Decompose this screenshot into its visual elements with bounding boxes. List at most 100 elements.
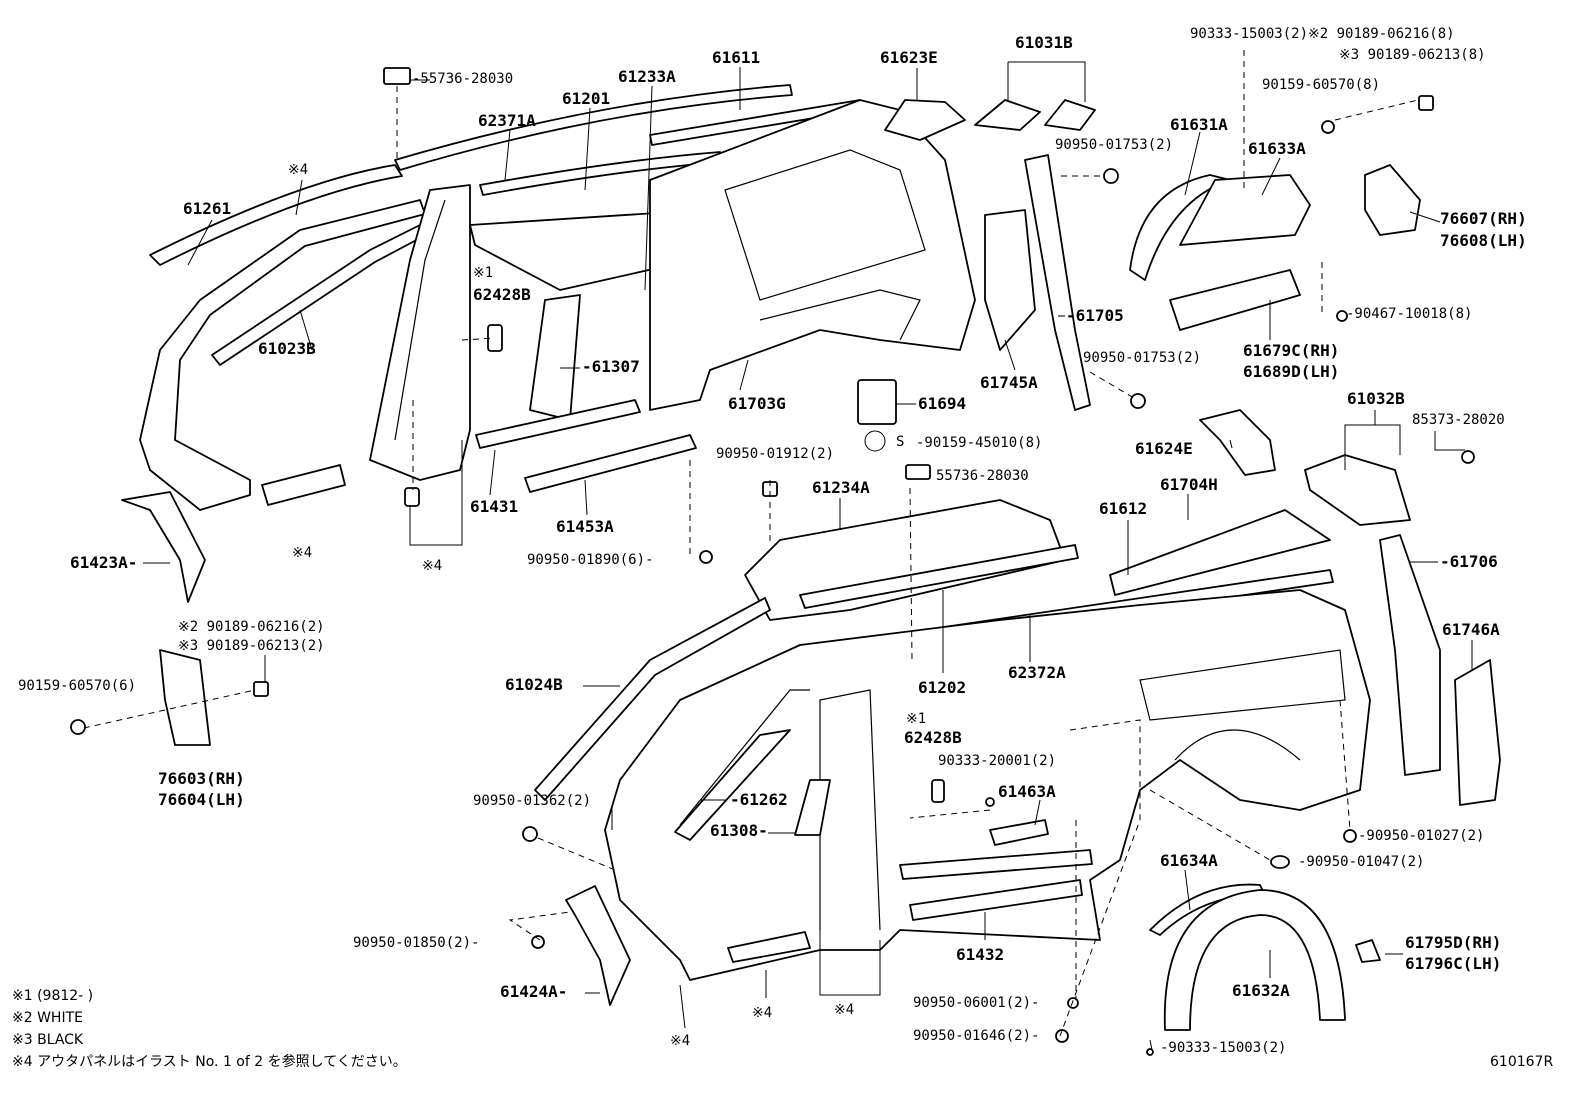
- label-pS: S: [896, 434, 904, 450]
- label-p55736b: 55736-28030: [936, 468, 1029, 484]
- label-p61424a: 61424A-: [500, 982, 567, 1001]
- screw-90159-60570-left: [70, 719, 86, 735]
- label-p61623e: 61623E: [880, 48, 938, 67]
- part-76603: [159, 649, 211, 746]
- part-61031B-b: [1044, 99, 1096, 131]
- bolt-90950-01753-a: [1103, 168, 1119, 184]
- part-61453A: [524, 434, 697, 493]
- part-62428B-b: [931, 779, 945, 803]
- label-p90950_01362: 90950-01362(2): [473, 793, 591, 809]
- footnote-2: ※2 WHITE: [12, 1010, 83, 1026]
- label-p55736a: -55736-28030: [412, 71, 513, 87]
- clip-90467: [1336, 310, 1348, 322]
- part-61307: [529, 294, 581, 421]
- label-p61795d: 61795D(RH): [1405, 933, 1501, 952]
- label-p90159_60570_left: 90159-60570(6): [18, 678, 136, 694]
- label-p76608: 76608(LH): [1440, 231, 1527, 250]
- label-p90333_15003_bot: -90333-15003(2): [1160, 1040, 1286, 1056]
- quarter-window: [724, 149, 926, 301]
- part-61704H: [1109, 509, 1331, 596]
- part-61632A: [1163, 889, 1346, 1031]
- bolt-90950-06001: [1067, 997, 1079, 1009]
- leader-lines: [83, 50, 1473, 1051]
- label-n4f: ※4: [670, 1033, 690, 1049]
- front-pillar: [139, 199, 426, 511]
- label-p90950_01646: 90950-01646(2)-: [913, 1028, 1039, 1044]
- label-p61745a: 61745A: [980, 373, 1038, 392]
- part-61463A: [989, 819, 1049, 846]
- part-61031B-a: [974, 99, 1041, 131]
- label-p61624e: 61624E: [1135, 439, 1193, 458]
- part-61795D: [1355, 939, 1381, 963]
- quarter-arch: [759, 289, 921, 341]
- bolt-90950-01890: [699, 550, 713, 564]
- label-p61031b: 61031B: [1015, 33, 1073, 52]
- label-p90950_01753b: 90950-01753(2): [1083, 350, 1201, 366]
- label-n4a: ※4: [288, 162, 308, 178]
- label-n4c: ※4: [422, 558, 442, 574]
- label-p90950_01850: 90950-01850(2)-: [353, 935, 479, 951]
- label-p61704h: 61704H: [1160, 475, 1218, 494]
- label-p61694: 61694: [918, 394, 966, 413]
- label-p61703g: 61703G: [728, 394, 786, 413]
- part-61308: [794, 779, 831, 836]
- bolt-85373: [1461, 450, 1475, 464]
- label-p90159_60570_top: 90159-60570(8): [1262, 77, 1380, 93]
- part-61745A: [984, 209, 1036, 351]
- bolt-90950-01027: [1343, 829, 1357, 843]
- label-p90189_06213_left: ※3 90189-06213(2): [178, 638, 325, 654]
- part-61705: [1024, 154, 1091, 411]
- part-labels: -55736-280306161161233A6120162371A612616…: [18, 26, 1527, 1056]
- label-p90159_45010: -90159-45010(8): [916, 435, 1042, 451]
- label-p61431: 61431: [470, 497, 518, 516]
- part-61432: [909, 879, 1083, 921]
- label-p61201: 61201: [562, 89, 610, 108]
- part-61262: [674, 729, 791, 841]
- part-61431: [475, 399, 641, 449]
- part-61261: [149, 164, 403, 266]
- label-p90950_01912: 90950-01912(2): [716, 446, 834, 462]
- s-marker: [864, 430, 886, 452]
- label-p61202: 61202: [918, 678, 966, 697]
- screw-90159-60570-top: [1321, 120, 1335, 134]
- label-p61032b: 61032B: [1347, 389, 1405, 408]
- footnote-1: ※1 (9812- ): [12, 988, 93, 1004]
- label-p61023b: 61023B: [258, 339, 316, 358]
- label-p62428b_b: 62428B: [904, 728, 962, 747]
- label-p61453a: 61453A: [556, 517, 614, 536]
- label-p61706: -61706: [1440, 552, 1498, 571]
- part-61023B: [211, 224, 425, 366]
- clip-90189-left: [253, 681, 269, 697]
- label-p61611: 61611: [712, 48, 760, 67]
- label-n4d: ※4: [752, 1005, 772, 1021]
- rear-sill: [899, 849, 1093, 880]
- part-61624E: [1199, 409, 1276, 476]
- part-61032B: [1304, 454, 1411, 526]
- label-n4e: ※4: [834, 1002, 854, 1018]
- rail-upper: [394, 84, 793, 171]
- label-p61746a: 61746A: [1442, 620, 1500, 639]
- footnote-4: ※4 アウタパネルはイラスト No. 1 of 2 を参照してください。: [12, 1053, 407, 1070]
- part-61423A: [121, 491, 206, 603]
- label-p90333_20001: 90333-20001(2): [938, 753, 1056, 769]
- rear-arch: [1174, 729, 1301, 761]
- label-p61261: 61261: [183, 199, 231, 218]
- label-p90950_01027: -90950-01027(2): [1358, 828, 1484, 844]
- part-61679C: [1169, 269, 1301, 331]
- part-61424A: [565, 885, 631, 1006]
- label-p61705: -61705: [1066, 306, 1124, 325]
- label-p61612: 61612: [1099, 499, 1147, 518]
- part-61703G: [649, 99, 976, 411]
- label-p90189_06216_left: ※2 90189-06216(2): [178, 619, 325, 635]
- clip-90189-top: [1418, 95, 1434, 111]
- upper-assembly: [121, 67, 976, 603]
- b-pillar-inner: [394, 199, 446, 441]
- part-61024B: [534, 597, 771, 801]
- label-p61632a: 61632A: [1232, 981, 1290, 1000]
- label-p62372a: 62372A: [1008, 663, 1066, 682]
- label-p61463a: 61463A: [998, 782, 1056, 801]
- front-door-opening: [679, 689, 810, 826]
- label-p61634a: 61634A: [1160, 851, 1218, 870]
- label-p61689d: 61689D(LH): [1243, 362, 1339, 381]
